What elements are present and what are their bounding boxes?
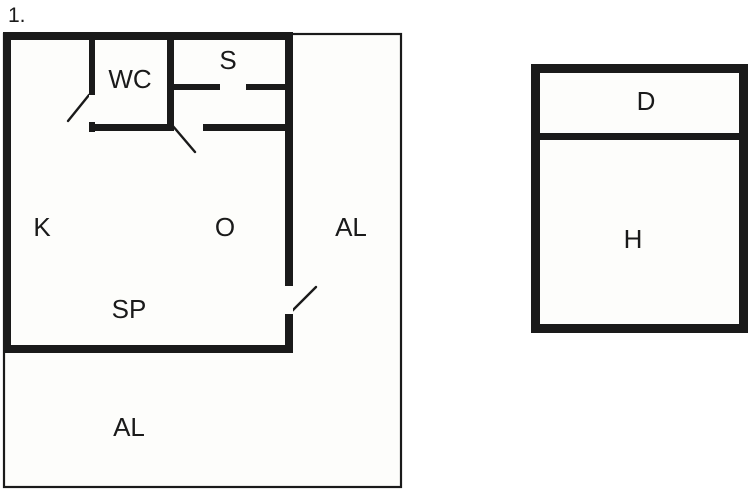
interior-partitions — [89, 38, 290, 132]
wall-s-south-right — [246, 84, 290, 90]
wall-main-south — [3, 345, 293, 353]
wc-door-swing — [66, 93, 91, 123]
wall-annex-north — [531, 64, 748, 73]
wall-s-south-left — [172, 84, 220, 90]
main-building-interior — [3, 32, 293, 353]
east-door-opening — [285, 286, 293, 314]
wall-annex-west — [531, 64, 540, 333]
wall-main-east-upper — [285, 32, 293, 286]
wc-door-opening — [89, 95, 95, 122]
east-door-swing — [289, 285, 318, 314]
annex-building-walls — [531, 64, 748, 333]
label-al-lower: AL — [113, 412, 145, 442]
wall-main-east-lower — [285, 314, 293, 353]
wall-wc-south — [89, 124, 173, 131]
label-k: K — [33, 212, 51, 242]
wall-annex-east — [739, 64, 748, 333]
label-al-upper: AL — [335, 212, 367, 242]
label-s: S — [219, 45, 236, 75]
door-swing-lines — [66, 93, 318, 314]
wall-annex-south — [531, 324, 748, 333]
label-d: D — [637, 86, 656, 116]
figure-number: 1. — [8, 4, 26, 27]
wall-main-west — [3, 32, 11, 353]
wall-main-north — [3, 32, 293, 40]
label-h: H — [624, 224, 643, 254]
main-building-walls — [3, 32, 293, 353]
wall-hall-south — [203, 124, 290, 131]
wall-wc-west-upper — [89, 38, 95, 95]
label-o: O — [215, 212, 235, 242]
label-wc: WC — [108, 64, 151, 94]
door-openings — [89, 95, 293, 314]
label-sp: SP — [112, 294, 147, 324]
annex-building-interior — [531, 64, 748, 333]
wall-wc-east — [167, 38, 174, 131]
wall-annex-divider — [531, 133, 748, 140]
o-door-swing — [170, 123, 197, 154]
